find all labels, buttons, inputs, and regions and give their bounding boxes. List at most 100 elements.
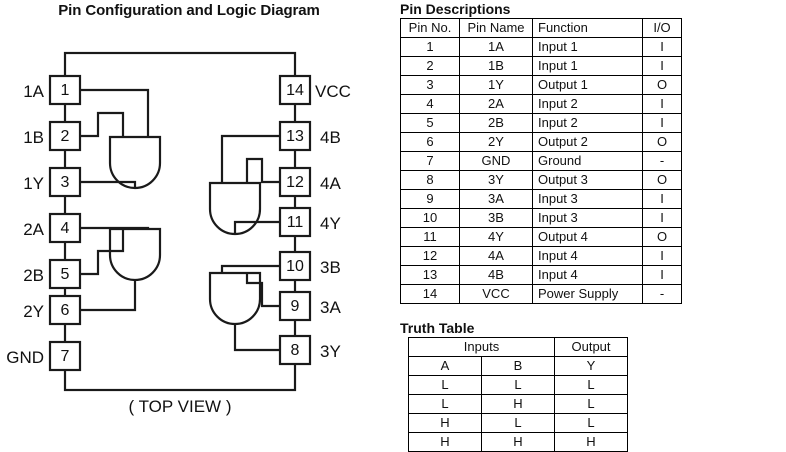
pin-number-8: 8 [290, 342, 300, 359]
signal-label-2b: 2B [23, 266, 44, 285]
pin-descriptions-title: Pin Descriptions [400, 1, 511, 17]
and-gate-1 [108, 135, 162, 190]
cell-input-b: L [481, 413, 555, 433]
signal-label-3b: 3B [320, 258, 341, 277]
pin-box-2 [48, 120, 82, 152]
table-header-row: A B Y [408, 356, 628, 376]
wire-pin10 [220, 264, 280, 273]
cell-pin-name: 3A [459, 189, 533, 209]
pin-number-9: 9 [290, 298, 300, 315]
cell-function: Input 1 [532, 37, 643, 57]
group-header-inputs: Inputs [408, 337, 555, 357]
cell-pin-no: 6 [400, 132, 460, 152]
table-row: 9 3A Input 3 I [400, 189, 682, 209]
cell-function: Input 2 [532, 113, 643, 133]
cell-output-y: L [554, 413, 628, 433]
cell-pin-name: 2A [459, 94, 533, 114]
cell-io: I [642, 56, 682, 76]
table-row: 1 1A Input 1 I [400, 37, 682, 57]
table-row: H L L [408, 413, 628, 433]
cell-io: I [642, 265, 682, 285]
cell-pin-name: 1Y [459, 75, 533, 95]
cell-io: I [642, 208, 682, 228]
column-header-y: Y [554, 356, 628, 376]
cell-function: Input 3 [532, 189, 643, 209]
table-row: H H H [408, 432, 628, 452]
column-header-b: B [481, 356, 555, 376]
column-header-function: Function [532, 18, 643, 38]
table-row: 8 3Y Output 3 O [400, 170, 682, 190]
pin-box-3 [48, 166, 82, 198]
cell-pin-no: 8 [400, 170, 460, 190]
table-row: 7 GND Ground - [400, 151, 682, 171]
cell-input-a: H [408, 432, 482, 452]
cell-pin-no: 9 [400, 189, 460, 209]
cell-io: - [642, 151, 682, 171]
wire-pin9 [245, 273, 280, 308]
tables-panel: Pin Descriptions Pin No. Pin Name Functi… [396, 0, 786, 452]
signal-label-4b: 4B [320, 128, 341, 147]
cell-io: I [642, 189, 682, 209]
truth-table-title: Truth Table [400, 320, 475, 336]
table-row: L L L [408, 375, 628, 395]
cell-output-y: L [554, 394, 628, 414]
signal-label-vcc: VCC [315, 82, 351, 101]
pin-number-10: 10 [286, 258, 304, 275]
pin-number-6: 6 [60, 302, 70, 319]
cell-pin-name: 3Y [459, 170, 533, 190]
wire-pin1 [80, 88, 150, 137]
pin-number-3: 3 [60, 174, 70, 191]
pin-number-1: 1 [60, 82, 70, 99]
cell-pin-name: 4A [459, 246, 533, 266]
cell-function: Output 1 [532, 75, 643, 95]
cell-function: Input 1 [532, 56, 643, 76]
signal-label-4a: 4A [320, 174, 341, 193]
table-row: 14 VCC Power Supply - [400, 284, 682, 304]
table-row: 5 2B Input 2 I [400, 113, 682, 133]
wire-pin3 [80, 180, 137, 188]
cell-io: I [642, 37, 682, 57]
signal-label-1a: 1A [23, 82, 44, 101]
cell-io: I [642, 94, 682, 114]
pin-descriptions-table: Pin No. Pin Name Function I/O 1 1A Input… [400, 18, 682, 304]
pin-number-11: 11 [286, 214, 304, 231]
cell-pin-no: 4 [400, 94, 460, 114]
table-row: 2 1B Input 1 I [400, 56, 682, 76]
cell-pin-no: 1 [400, 37, 460, 57]
cell-input-b: H [481, 394, 555, 414]
pin-box-8 [278, 334, 312, 366]
cell-function: Input 3 [532, 208, 643, 228]
table-header-row: Pin No. Pin Name Function I/O [400, 18, 682, 38]
cell-function: Power Supply [532, 284, 643, 304]
and-gate-2 [108, 227, 162, 282]
wire-pin12 [245, 157, 280, 184]
signal-label-1y: 1Y [23, 174, 44, 193]
cell-input-a: H [408, 413, 482, 433]
column-header-io: I/O [642, 18, 682, 38]
cell-io: - [642, 284, 682, 304]
signal-label-2y: 2Y [23, 302, 44, 321]
cell-io: O [642, 75, 682, 95]
cell-pin-name: 1A [459, 37, 533, 57]
cell-pin-no: 7 [400, 151, 460, 171]
cell-io: I [642, 246, 682, 266]
cell-io: O [642, 227, 682, 247]
pin-box-5 [48, 258, 82, 290]
cell-pin-name: GND [459, 151, 533, 171]
cell-output-y: H [554, 432, 628, 452]
cell-function: Output 4 [532, 227, 643, 247]
page-title: Pin Configuration and Logic Diagram [58, 2, 320, 19]
signal-label-4y: 4Y [320, 214, 341, 233]
cell-pin-no: 11 [400, 227, 460, 247]
column-header-pin-name: Pin Name [459, 18, 533, 38]
pin-box-14 [278, 74, 312, 106]
cell-function: Input 4 [532, 265, 643, 285]
cell-pin-name: 2Y [459, 132, 533, 152]
wire-pin6 [80, 280, 137, 312]
signal-label-3y: 3Y [320, 342, 341, 361]
pin-number-13: 13 [286, 128, 304, 145]
table-row: L H L [408, 394, 628, 414]
signal-label-1b: 1B [23, 128, 44, 147]
wire-pin8 [233, 324, 280, 352]
signal-label-gnd: GND [6, 348, 44, 367]
